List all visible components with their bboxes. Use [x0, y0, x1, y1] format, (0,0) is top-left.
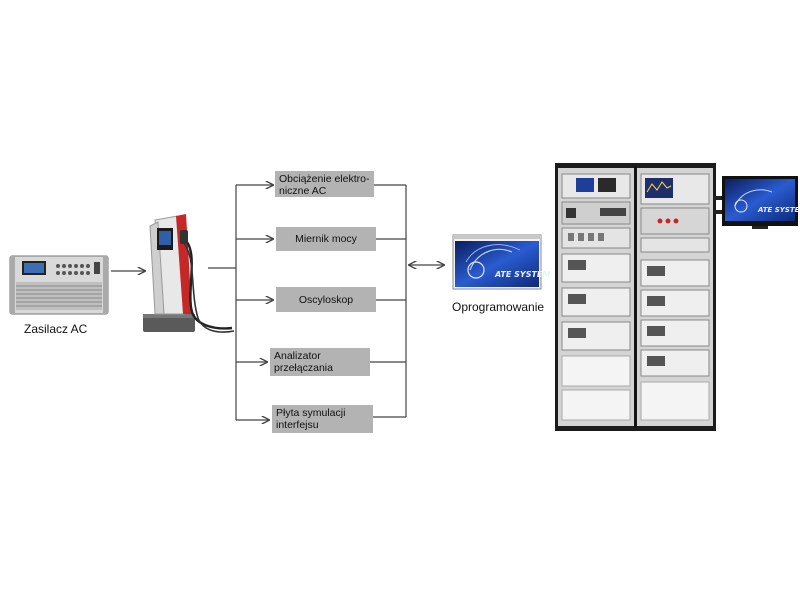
- software-window-icon: [452, 234, 542, 290]
- monitor-logo-text: ATE SYSTEM: [758, 206, 800, 214]
- box-electronic-load: Obciążenie elektro- niczne AC: [275, 171, 374, 197]
- ac-source-label: Zasilacz AC: [24, 322, 88, 336]
- rack-monitor-icon: [722, 176, 798, 229]
- ev-charger-icon: [143, 214, 235, 333]
- box-switching-analyzer: Analizator przełączania: [270, 348, 370, 376]
- ate-rack-icon: [555, 163, 725, 431]
- software-logo-text: ATE SYSTEM: [495, 270, 551, 279]
- box-interface-board: Płyta symulacji interfejsu: [272, 405, 373, 433]
- software-label: Oprogramowanie: [452, 300, 545, 314]
- box-power-meter: Miernik mocy: [276, 227, 376, 251]
- ac-power-supply-icon: [9, 255, 109, 315]
- box-oscilloscope: Oscyloskop: [276, 287, 376, 312]
